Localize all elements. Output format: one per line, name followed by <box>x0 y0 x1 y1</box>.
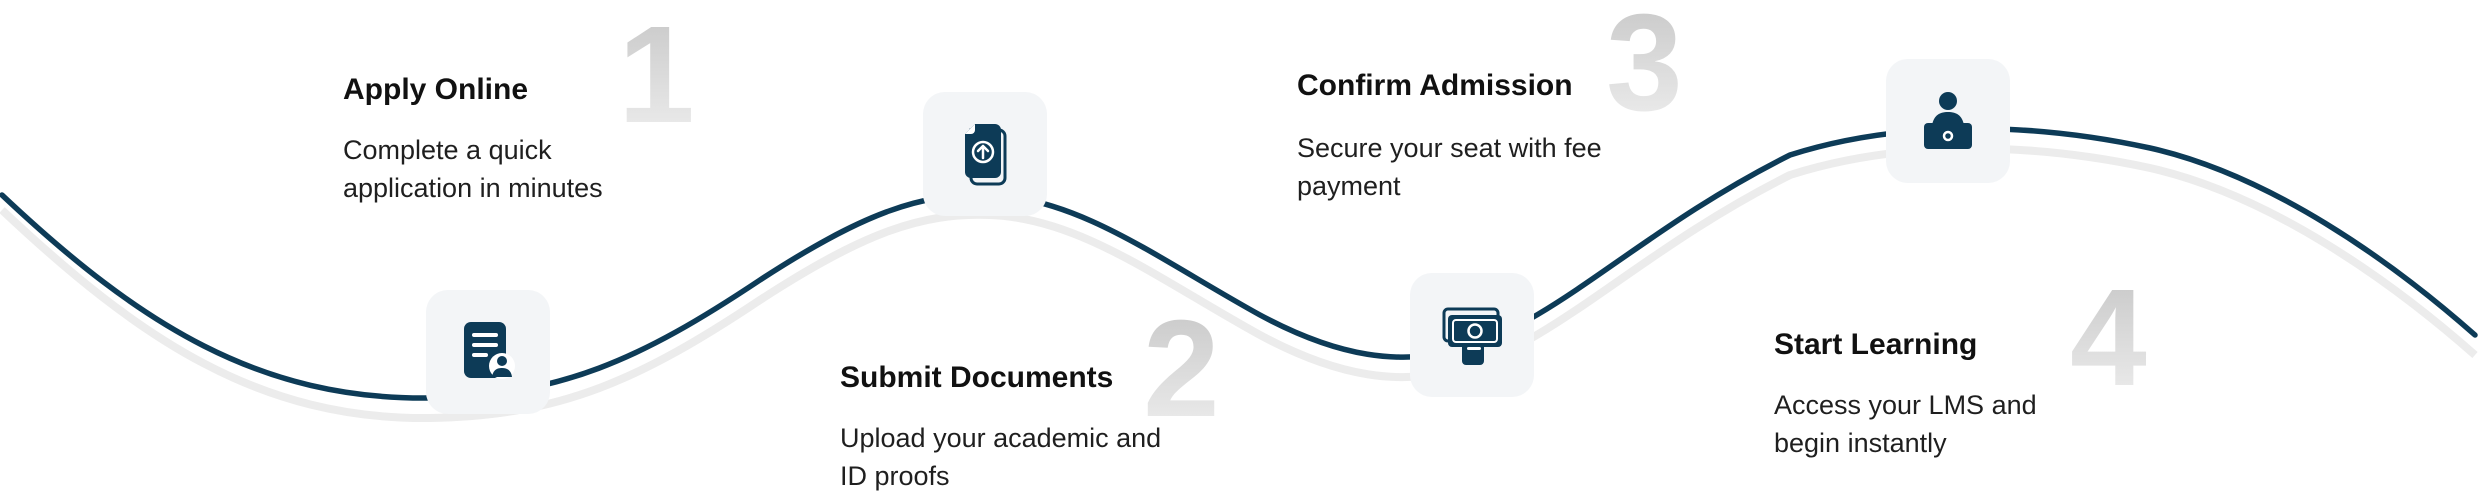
wave-shadow <box>0 144 2478 423</box>
step-4-description: Access your LMS and begin instantly <box>1774 390 2037 458</box>
step-1-icon-box <box>426 290 550 414</box>
step-3-description: Secure your seat with fee payment <box>1297 133 1602 201</box>
step-4-icon-box <box>1886 59 2010 183</box>
cash-payment-icon <box>1442 307 1502 365</box>
step-3-icon-box <box>1410 273 1534 397</box>
step-1-title: Apply Online <box>343 73 529 106</box>
step-4-number: 4 <box>2070 261 2147 415</box>
step-3-number: 3 <box>1606 0 1683 132</box>
step-2-title: Submit Documents <box>840 361 1114 394</box>
application-form-user-icon <box>464 322 515 379</box>
step-1-description: Complete a quick application in minutes <box>343 135 603 203</box>
step-2-description: Upload your academic and ID proofs <box>840 423 1162 491</box>
laptop-learner-icon <box>1924 92 1972 149</box>
step-3-title: Confirm Admission <box>1297 69 1573 102</box>
document-upload-icon <box>965 124 1007 186</box>
step-2-icon-box <box>923 92 1047 216</box>
step-1-number: 1 <box>618 0 695 152</box>
step-2-number: 2 <box>1143 292 1220 446</box>
step-4-title: Start Learning <box>1774 328 1978 361</box>
